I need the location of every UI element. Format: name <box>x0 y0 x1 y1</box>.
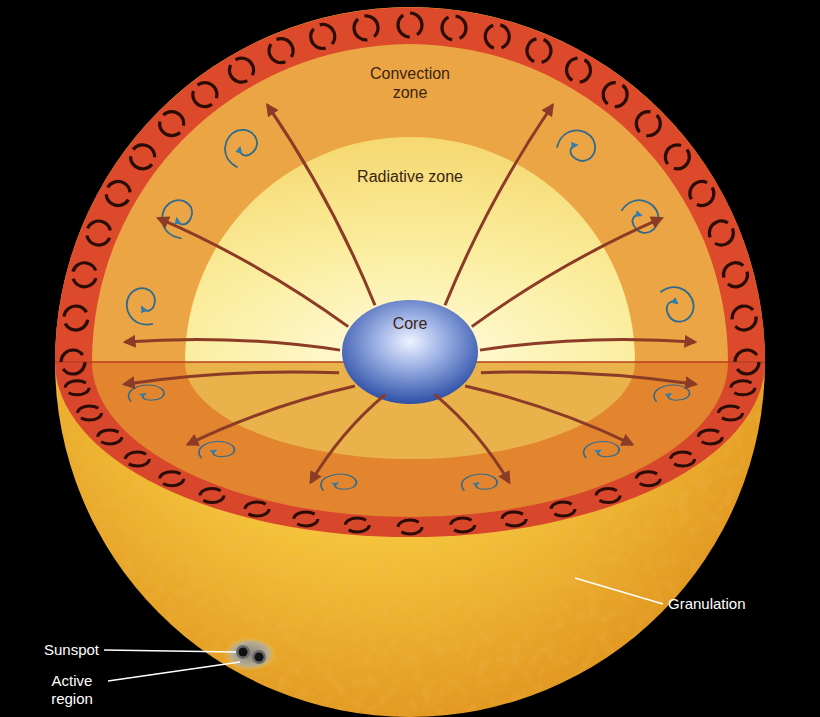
convection-cell <box>598 78 632 112</box>
convection-cell <box>685 177 718 210</box>
convection-cell <box>398 520 422 534</box>
sunspot-umbra <box>255 653 264 662</box>
convection-cell <box>188 78 222 112</box>
convection-cell <box>731 305 758 332</box>
convection-cell <box>671 452 695 466</box>
convection-cell <box>160 472 184 486</box>
convection-cell <box>102 177 135 210</box>
sunspot-penumbra <box>252 650 266 664</box>
convection-cell <box>721 260 750 289</box>
sunspot-umbra <box>239 648 248 657</box>
convection-loop <box>199 441 234 458</box>
convection-cell <box>451 518 475 532</box>
convection-cell <box>661 140 695 174</box>
convection-cell <box>523 35 554 66</box>
convection-cell <box>70 260 99 289</box>
convection-cell <box>551 502 575 516</box>
convection-loop <box>555 123 601 168</box>
convection-loop <box>620 193 664 239</box>
sun-surface <box>55 7 765 717</box>
energy-ray <box>124 372 339 384</box>
convection-cell <box>200 488 224 502</box>
leader-line <box>108 662 240 681</box>
zone-region: Convection zoneRadiative zoneCore <box>92 44 728 362</box>
convection-cell <box>441 14 468 41</box>
convection-cell <box>245 502 269 516</box>
sunspot-penumbra <box>236 645 250 659</box>
energy-ray <box>311 394 386 482</box>
core-region: Core <box>342 298 478 406</box>
energy-ray <box>480 339 695 350</box>
label-holder: Granulation <box>668 595 746 613</box>
energy-ray <box>435 394 510 482</box>
convection-cell <box>345 518 369 532</box>
convection-loop <box>321 474 356 491</box>
convection-cell <box>735 350 759 374</box>
convection-loop <box>123 285 160 326</box>
energy-ray <box>481 372 696 384</box>
core-dome <box>342 300 478 404</box>
energy-ray <box>125 339 340 350</box>
convection-cell <box>698 430 722 444</box>
active-region-patch <box>224 637 276 671</box>
convection-cell <box>155 107 189 141</box>
leader-line <box>575 578 663 604</box>
convection-loop <box>462 474 497 491</box>
generated-illustration <box>61 13 759 534</box>
convection-cell <box>353 14 380 41</box>
label-holder: Sunspot <box>44 641 99 659</box>
convection-loop <box>129 385 164 402</box>
energy-ray <box>472 218 662 326</box>
convection-cell <box>125 452 149 466</box>
energy-ray <box>158 218 348 326</box>
convection-cell <box>596 488 620 502</box>
convection-cell <box>398 13 422 37</box>
energy-ray <box>445 105 553 305</box>
convection-loop <box>654 385 689 402</box>
convection-cell <box>77 406 101 420</box>
convection-cell <box>61 350 85 374</box>
zone-label: Radiative zone <box>357 167 463 186</box>
convection-cell <box>636 472 660 486</box>
convection-loop <box>584 441 619 458</box>
zone-label: Convection zone <box>355 64 465 102</box>
convection-cell <box>225 54 258 87</box>
energy-ray <box>188 386 355 444</box>
convection-cell <box>62 305 89 332</box>
label-holder: Active region <box>40 672 104 708</box>
convection-loop <box>217 124 263 169</box>
callout-label: Active region <box>40 672 104 708</box>
energy-ray <box>465 386 632 444</box>
callout-label: Granulation <box>668 595 746 613</box>
radiative-zone-section <box>185 137 635 362</box>
convection-cell <box>308 22 337 51</box>
convection-cell <box>706 217 737 248</box>
convection-cell <box>719 406 743 420</box>
convection-cell <box>83 217 114 248</box>
convection-cell <box>631 107 665 141</box>
convection-cell <box>502 512 526 526</box>
leader-line <box>104 650 236 652</box>
convection-cell <box>294 512 318 526</box>
zone-label: Core <box>393 314 428 333</box>
callout-label: Sunspot <box>44 641 99 659</box>
convection-cell <box>65 381 89 395</box>
convection-loop <box>660 284 697 325</box>
convection-cell <box>562 54 595 87</box>
convection-cell <box>731 381 755 395</box>
convection-cell <box>265 35 296 66</box>
zone-region: Radiative zoneCore <box>185 137 635 362</box>
convection-cell <box>126 140 160 174</box>
convection-cell <box>98 430 122 444</box>
granulation-texture <box>55 7 765 717</box>
energy-ray <box>268 105 376 305</box>
convection-cell <box>483 22 512 51</box>
